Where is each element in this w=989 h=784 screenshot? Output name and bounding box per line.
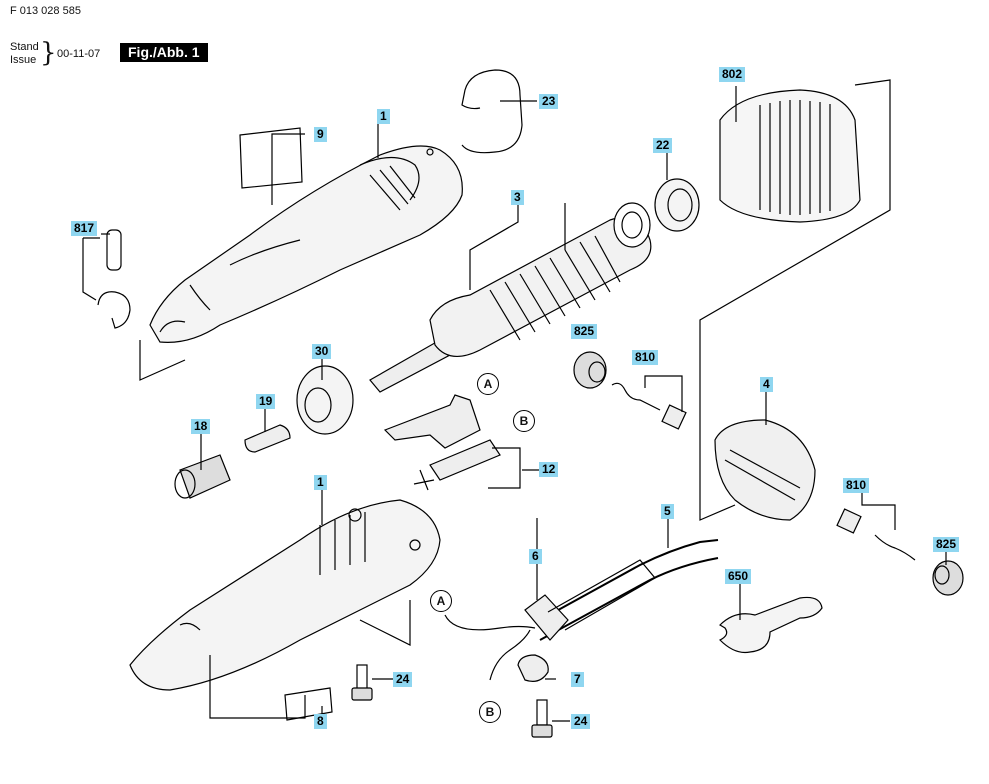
brush-holder-part-12 xyxy=(383,394,501,491)
callout-4: 4 xyxy=(760,377,773,392)
callout-650: 650 xyxy=(725,569,752,584)
brace-symbol: } xyxy=(40,38,57,68)
clip-part xyxy=(461,69,523,154)
callout-30: 30 xyxy=(312,344,332,359)
label-plate-part xyxy=(239,127,303,189)
callout-825-upper: 825 xyxy=(571,324,598,339)
callout-22: 22 xyxy=(653,138,673,153)
callout-802: 802 xyxy=(719,67,746,82)
issue-date: 00-11-07 xyxy=(57,48,101,60)
callout-7: 7 xyxy=(571,672,584,687)
screw-part-a xyxy=(351,664,373,701)
issue-label: Issue xyxy=(10,54,37,66)
document-code: F 013 028 585 xyxy=(10,5,81,17)
spanner-part xyxy=(718,596,823,654)
field-coil-part xyxy=(719,89,861,223)
upper-housing-part xyxy=(149,145,463,343)
power-cord-part xyxy=(539,539,719,621)
callout-24-b: 24 xyxy=(571,714,591,729)
callout-6: 6 xyxy=(529,549,542,564)
marker-a-top: A xyxy=(477,373,499,395)
carbon-brush-part-lower xyxy=(836,508,916,561)
callout-12: 12 xyxy=(539,462,559,477)
cable-clamp-part xyxy=(517,654,549,682)
brush-housing-part xyxy=(714,419,816,521)
stand-label: Stand xyxy=(10,41,39,53)
label-plate-part-bottom xyxy=(284,687,333,721)
callout-18: 18 xyxy=(191,419,211,434)
marker-b-bottom: B xyxy=(479,701,501,723)
callout-24-a: 24 xyxy=(393,672,413,687)
callout-19: 19 xyxy=(256,394,276,409)
collet-part xyxy=(244,424,291,453)
callout-5: 5 xyxy=(661,504,674,519)
armature-part xyxy=(369,202,652,393)
callout-1-bottom: 1 xyxy=(314,475,327,490)
brush-cap-part-lower xyxy=(932,560,964,596)
collet-nut-part xyxy=(174,454,231,499)
brush-pin-part xyxy=(97,229,131,329)
marker-b-top: B xyxy=(513,410,535,432)
brush-cap-part-upper xyxy=(573,351,607,389)
callout-817: 817 xyxy=(71,221,98,236)
callout-23: 23 xyxy=(539,94,559,109)
lower-housing-part xyxy=(129,499,441,691)
bearing-part-22 xyxy=(654,178,700,232)
callout-810-upper: 810 xyxy=(632,350,659,365)
callout-9: 9 xyxy=(314,127,327,142)
callout-3: 3 xyxy=(511,190,524,205)
marker-a-bottom: A xyxy=(430,590,452,612)
callout-8: 8 xyxy=(314,714,327,729)
figure-label: Fig./Abb. 1 xyxy=(120,43,208,62)
callout-825-lower: 825 xyxy=(933,537,960,552)
callout-1-top: 1 xyxy=(377,109,390,124)
callout-810-lower: 810 xyxy=(843,478,870,493)
cord-protector-part xyxy=(524,559,656,641)
bearing-part-30 xyxy=(296,365,354,435)
screw-part-b xyxy=(531,699,553,738)
carbon-brush-part-upper xyxy=(611,382,687,430)
